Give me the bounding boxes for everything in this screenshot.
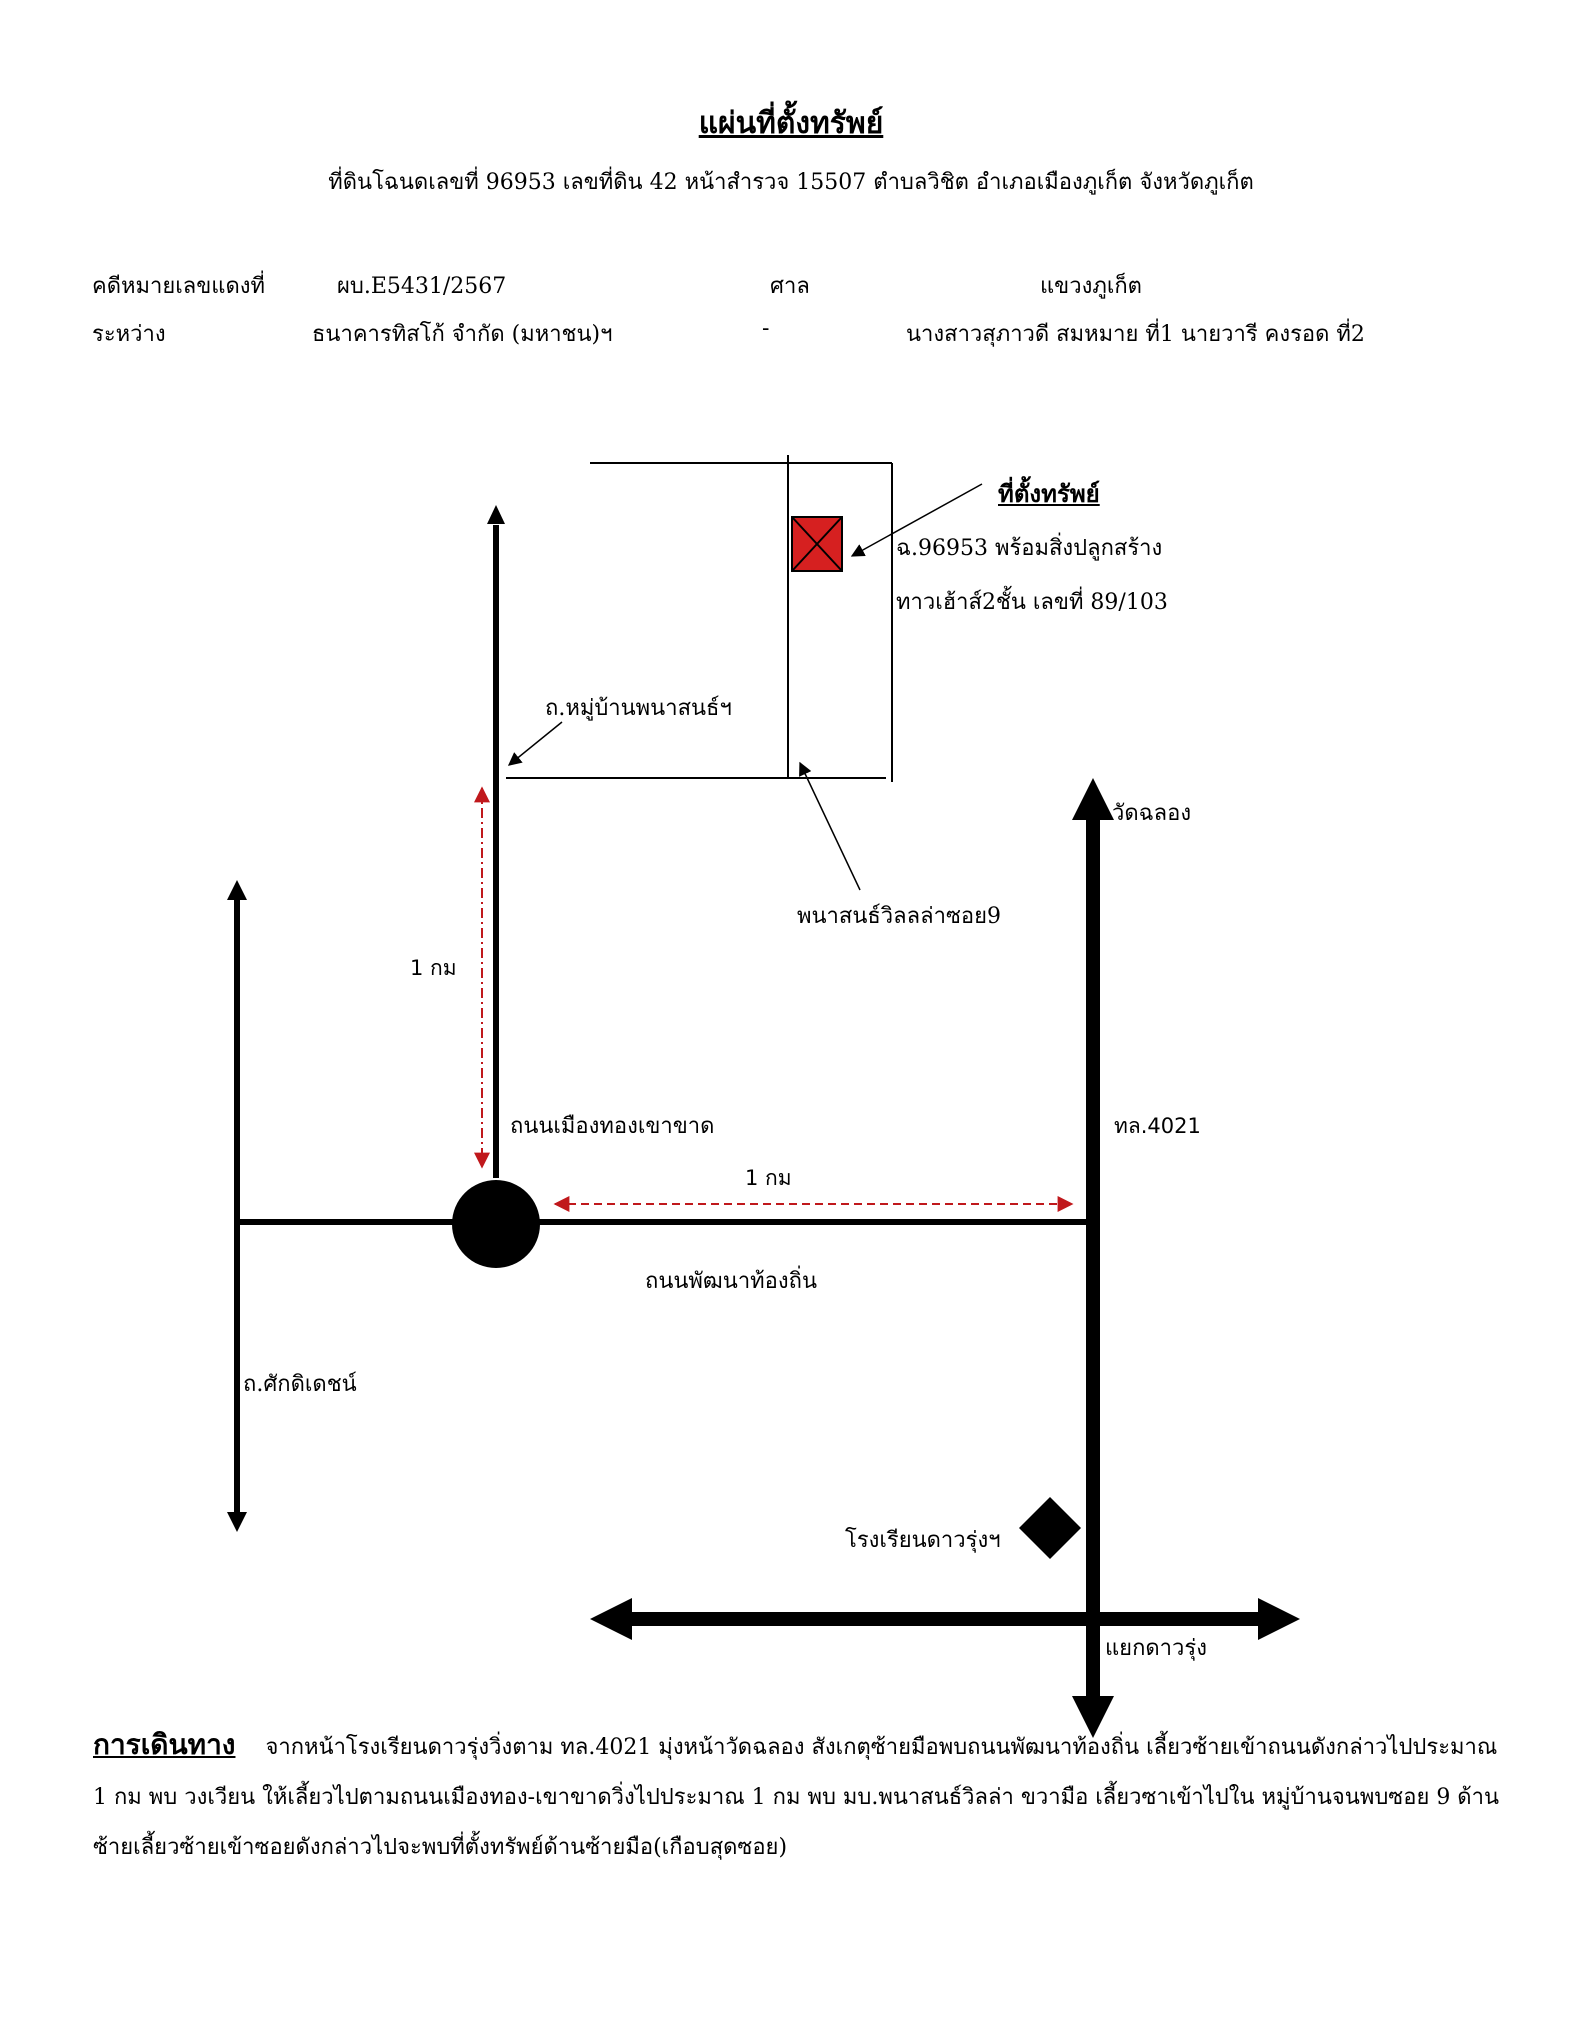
- court-name: แขวงภูเก็ต: [1040, 274, 1142, 299]
- property-house-label: ทาวเฮ้าส์2ชั้น เลขที่ 89/103: [896, 590, 1168, 615]
- defendant-names: นางสาวสุภาวดี สมหมาย ที่1 นายวารี คงรอด …: [906, 322, 1365, 347]
- school-label: โรงเรียนดาวรุ่งฯ: [845, 1528, 1001, 1553]
- pattana-road-label: ถนนพัฒนาท้องถิ่น: [645, 1269, 817, 1294]
- property-deed-label: ฉ.96953 พร้อมสิ่งปลูกสร้าง: [896, 536, 1163, 561]
- plaintiff-name: ธนาคารทิสโก้ จำกัด (มหาชน)ฯ: [312, 322, 613, 347]
- party-separator: -: [762, 316, 770, 341]
- daorung-junction-road: [590, 1598, 1300, 1640]
- case-number: ผบ.E5431/2567: [337, 274, 507, 299]
- roundabout: [452, 1180, 540, 1268]
- vertical-distance-label: 1 กม: [410, 956, 457, 980]
- property-heading-label: ที่ตั้งทรัพย์: [998, 479, 1100, 508]
- village-plot-outline: [506, 455, 893, 782]
- school-diamond-icon: [1019, 1497, 1081, 1559]
- village-road-label: ถ.หมู่บ้านพนาสนธ์ฯ: [545, 696, 732, 721]
- property-leader-arrow: [850, 483, 983, 557]
- case-number-label: คดีหมายเลขแดงที่: [92, 274, 266, 299]
- village-road-leader-arrow: [507, 721, 563, 766]
- directions-heading: การเดินทาง: [93, 1728, 236, 1761]
- highway-4021-label: ทล.4021: [1114, 1114, 1201, 1138]
- soi-label: พนาสนธ์วิลลล่าซอย9: [797, 904, 1001, 929]
- sakdidet-road-arrow: [227, 880, 247, 1532]
- land-deed-description: ที่ดินโฉนดเลขที่ 96953 เลขที่ดิน 42 หน้า…: [328, 170, 1254, 195]
- page-title: แผ่นที่ตั้งทรัพย์: [698, 106, 884, 141]
- wat-chalong-label: วัดฉลอง: [1112, 801, 1192, 826]
- directions-paragraph: การเดินทางจากหน้าโรงเรียนดาวรุ่งวิ่งตาม …: [93, 1720, 1513, 1873]
- muang-thong-road-label: ถนนเมืองทองเขาขาด: [510, 1114, 715, 1139]
- property-marker: [791, 516, 843, 572]
- village-road-arrow: [487, 505, 505, 1178]
- sakdidet-road-label: ถ.ศักดิเดชน์: [243, 1372, 357, 1397]
- horizontal-distance-label: 1 กม: [745, 1166, 792, 1190]
- court-label: ศาล: [770, 274, 810, 299]
- highway-4021-road: [1072, 778, 1114, 1738]
- soi-leader-arrow: [799, 761, 861, 891]
- junction-label: แยกดาวรุ่ง: [1105, 1636, 1207, 1661]
- directions-text: จากหน้าโรงเรียนดาวรุ่งวิ่งตาม ทล.4021 มุ…: [93, 1735, 1499, 1860]
- between-label: ระหว่าง: [92, 322, 166, 347]
